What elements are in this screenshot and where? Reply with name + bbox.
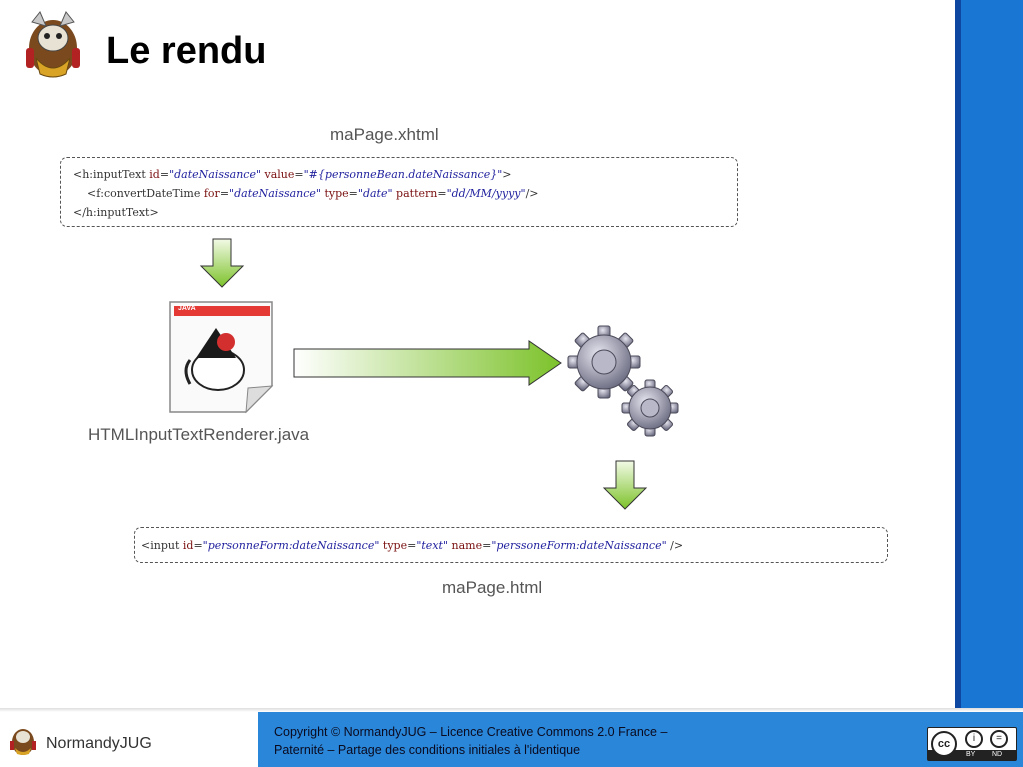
footer-logo-icon — [8, 724, 38, 756]
footer-shadow — [0, 708, 1023, 712]
right-band-shadow — [955, 0, 961, 712]
page-title: Le rendu — [106, 30, 267, 72]
down-arrow-2 — [602, 460, 648, 510]
gears-icon — [566, 322, 680, 440]
footer-copyright-line-1: Copyright © NormandyJUG – Licence Creati… — [274, 725, 668, 739]
cc-by-label: BY — [966, 751, 976, 758]
right-band — [961, 0, 1023, 712]
xhtml-caption: maPage.xhtml — [330, 125, 439, 144]
footer-copyright-panel — [258, 712, 1023, 767]
right-arrow — [293, 340, 563, 386]
footer-brand: NormandyJUG — [46, 735, 152, 752]
xhtml-code-line-2: <f:convertDateTime for="dateNaissance" t… — [73, 187, 539, 200]
java-file-icon — [168, 300, 276, 414]
renderer-caption: HTMLInputTextRenderer.java — [88, 425, 310, 444]
html-code-box: <input id="personneForm:dateNaissance" t… — [134, 527, 888, 563]
xhtml-code-box: <h:inputText id="dateNaissance" value="#… — [60, 157, 738, 227]
cc-icon: cc — [931, 731, 957, 757]
cc-nd-label: ND — [992, 751, 1003, 758]
java-badge: JAVA — [178, 305, 196, 312]
nd-icon: = — [990, 730, 1008, 748]
xhtml-code-line-3: </h:inputText> — [73, 206, 159, 219]
html-code-line: <input id="personneForm:dateNaissance" t… — [141, 539, 684, 552]
cc-license-badge[interactable]: cc i = BY ND — [927, 727, 1017, 761]
html-caption: maPage.html — [442, 578, 543, 597]
by-icon: i — [965, 730, 983, 748]
down-arrow-1 — [199, 238, 245, 288]
footer-copyright-line-2: Paternité – Partage des conditions initi… — [274, 743, 581, 757]
xhtml-code-line-1: <h:inputText id="dateNaissance" value="#… — [73, 168, 512, 181]
duke-mascot-icon — [18, 8, 88, 80]
